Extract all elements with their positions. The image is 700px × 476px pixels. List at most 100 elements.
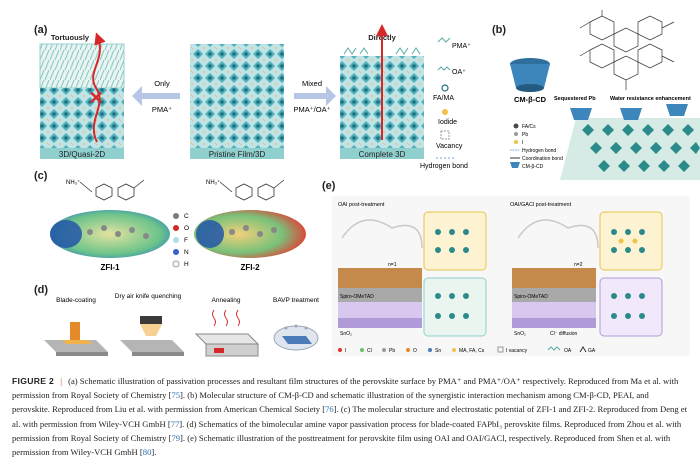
svg-text:OA: OA xyxy=(564,348,572,354)
sno2-left: SnO₂ xyxy=(340,331,352,337)
caption-text-1: (a) Schematic illustration of passivatio… xyxy=(12,376,679,401)
legend-oa: OA⁺ xyxy=(452,69,466,76)
panel-b-diagram: CM-β-CD xyxy=(510,10,700,180)
spiro-left: Spiro-OMeTAD xyxy=(340,294,374,300)
left-zoom-insets xyxy=(423,211,487,337)
caption-separator: | xyxy=(60,376,62,386)
panel-b: (b) CM-β-CD xyxy=(490,0,700,180)
e-right-title: OAI/GACl post-treatment xyxy=(510,202,572,208)
svg-text:Sn: Sn xyxy=(435,348,441,354)
svg-text:FA/Cs: FA/Cs xyxy=(522,124,536,130)
sno2-right: SnO₂ xyxy=(514,331,526,337)
svg-text:Cl: Cl xyxy=(367,348,372,354)
e-left-title: OAI post-treatment xyxy=(338,202,385,208)
caption-text-2: ]. (b) Molecular structure of CM-β-CD an… xyxy=(12,390,649,415)
caption-text-3: ]. (c) The molecular structure and elect… xyxy=(12,404,687,429)
blade-coating-illustration xyxy=(44,322,108,356)
panel-d-diagram: Blade-coating Dry air knife quenching An… xyxy=(44,293,319,357)
legend-vacancy: Vacancy xyxy=(436,143,463,150)
svg-text:F: F xyxy=(184,237,188,244)
figure-caption: FIGURE 2 | (a) Schematic illustration of… xyxy=(12,374,688,459)
hotplate-illustration xyxy=(194,309,260,357)
ref-75[interactable]: 75 xyxy=(171,390,181,401)
panel-c: (c) NH₃⁺ ZFI-1 C O F N H xyxy=(0,170,320,280)
step-blade: Blade-coating xyxy=(56,297,96,304)
panel-e-label: (e) xyxy=(322,180,336,192)
svg-text:O: O xyxy=(184,225,189,232)
right-caption: Complete 3D xyxy=(359,150,406,159)
ref-77[interactable]: 77 xyxy=(170,418,180,429)
zfi1-structure xyxy=(79,179,145,201)
panel-c-label: (c) xyxy=(34,170,48,182)
left-device-stack: Spiro-OMeTAD SnO₂ n=1 xyxy=(338,219,423,337)
cd-label: CM-β-CD xyxy=(514,95,547,104)
panel-d-label: (d) xyxy=(34,284,49,296)
ref-79[interactable]: 79 xyxy=(171,432,181,443)
quasi2d-top-layer xyxy=(39,43,125,89)
water-label: Water resistance enhancement xyxy=(610,96,691,102)
svg-text:Coordination bond: Coordination bond xyxy=(522,156,563,162)
arrow-left-head xyxy=(132,86,142,106)
ref-80[interactable]: 80 xyxy=(142,447,152,458)
bavp-illustration xyxy=(273,324,319,351)
cd-molecule-structure xyxy=(579,10,675,90)
zfi1-label: ZFI-1 xyxy=(100,263,120,272)
pristine-film xyxy=(190,44,284,148)
panel-e-legend: I Cl Pb O Sn MA, FA, Cs I vacancy OA GA xyxy=(338,346,596,354)
caption-text-5: ]. (e) Schematic illustration of the pos… xyxy=(12,432,671,458)
caption-text-4: ]. (d) Schematics of the bimolecular ami… xyxy=(12,418,682,443)
svg-text:GA: GA xyxy=(588,348,596,354)
panel-a-diagram: 3D/Quasi-2D Tortuously ✕ Pristine Film/3… xyxy=(39,24,471,170)
arrow-left-top: Only xyxy=(154,79,170,88)
step-bavp: BAVP treatment xyxy=(273,297,319,304)
panel-b-legend: FA/Cs Pb I Hydrogen bond Coordination bo… xyxy=(510,123,563,170)
svg-text:O: O xyxy=(413,348,417,354)
panel-d: (d) Blade-coating Dry air knife quenchin… xyxy=(0,282,320,368)
element-legend: C O F N H xyxy=(172,213,189,268)
cl-diffusion-label: Cl⁻ diffusion xyxy=(550,331,578,337)
ref-76[interactable]: 76 xyxy=(325,404,334,415)
panel-b-label: (b) xyxy=(492,24,507,36)
legend-fama: FA/MA xyxy=(433,95,454,102)
block-x-mark: ✕ xyxy=(88,88,103,108)
arrow-right-shaft xyxy=(294,93,328,99)
arrow-left-bottom: PMA⁺ xyxy=(152,105,172,114)
center-caption-bar xyxy=(190,148,284,159)
svg-text:I: I xyxy=(345,348,346,354)
n2-label: n=2 xyxy=(574,262,583,268)
svg-text:CM-β-CD: CM-β-CD xyxy=(522,164,544,170)
surface-molecules xyxy=(343,47,421,55)
tortuous-arrow xyxy=(92,32,106,143)
legend-hbond: Hydrogen bond xyxy=(420,163,468,170)
arrow-right-bottom: PMA⁺/OA⁺ xyxy=(293,105,330,114)
svg-text:H: H xyxy=(184,261,189,268)
right-caption-bar xyxy=(340,148,424,159)
svg-text:Pb: Pb xyxy=(522,132,528,138)
svg-text:C: C xyxy=(184,213,189,220)
perovskite-lattice-b xyxy=(560,104,700,180)
left-caption: 3D/Quasi-2D xyxy=(59,150,105,159)
svg-text:Hydrogen bond: Hydrogen bond xyxy=(522,148,556,154)
legend-pma: PMA⁺ xyxy=(452,43,471,50)
svg-text:I: I xyxy=(522,140,523,146)
panel-e: (e) OAI post-treatment OAI/GACl post-tre… xyxy=(322,178,700,374)
figure-label: FIGURE 2 xyxy=(12,376,55,386)
arrow-right-head xyxy=(326,86,336,106)
panel-a-label: (a) xyxy=(34,24,48,36)
left-caption-bar xyxy=(40,148,124,159)
spiro-right: Spiro-OMeTAD xyxy=(514,294,548,300)
legend-iodide: Iodide xyxy=(438,119,457,126)
zfi2-structure xyxy=(219,179,285,201)
zfi2-esp-surface xyxy=(194,210,306,258)
zfi1-esp-surface xyxy=(50,210,170,258)
arrow-left-shaft xyxy=(140,93,180,99)
panel-e-diagram: OAI post-treatment OAI/GACl post-treatme… xyxy=(332,196,690,356)
air-knife-illustration xyxy=(120,316,184,356)
zfi2-label: ZFI-2 xyxy=(240,263,260,272)
panel-a: (a) 3D/Quasi-2D Tortuously xyxy=(0,0,490,170)
svg-text:Pb: Pb xyxy=(389,348,395,354)
step-annealing: Annealing xyxy=(212,297,241,304)
svg-text:MA, FA, Cs: MA, FA, Cs xyxy=(459,348,485,354)
step-air-knife: Dry air knife quenching xyxy=(115,293,182,300)
right-device-stack: Spiro-OMeTAD SnO₂ n=2 Cl⁻ diffusion xyxy=(512,219,599,337)
